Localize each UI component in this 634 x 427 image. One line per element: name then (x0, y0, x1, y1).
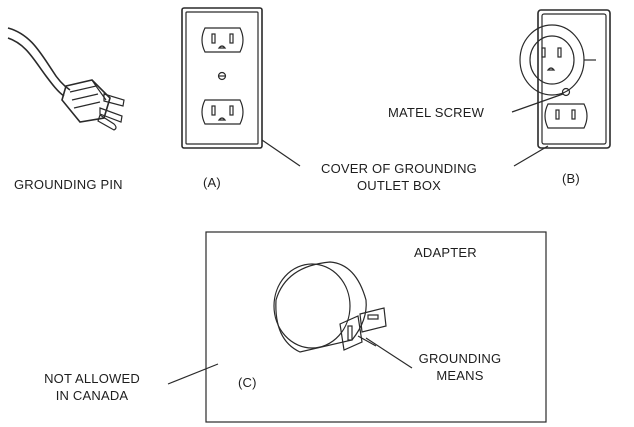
not-allowed-leader-line (167, 363, 219, 385)
not-allowed-in-canada-label: NOT ALLOWED IN CANADA (30, 370, 154, 404)
not-allowed-line-1: NOT ALLOWED (44, 371, 140, 386)
grounding-plug-illustration (7, 27, 125, 131)
metal-screw-label: MATEL SCREW (388, 105, 485, 120)
adapter-label: ADAPTER (414, 245, 477, 260)
not-allowed-line-2: IN CANADA (55, 388, 129, 403)
cover-of-grounding-outlet-box-label: COVER OF GROUNDING OUTLET BOX (296, 160, 502, 194)
grounding-means-line-2: MEANS (436, 368, 484, 383)
cover-label-line-1: COVER OF GROUNDING (321, 161, 477, 176)
grounding-means-label: GROUNDING MEANS (408, 350, 512, 384)
metal-screw-leader-line (511, 93, 564, 113)
cover-label-line-2: OUTLET BOX (356, 178, 442, 193)
b-cover-leader-line (513, 145, 549, 167)
cover-leader-line (261, 139, 301, 167)
grounding-means-line-1: GROUNDING (418, 351, 502, 366)
panel-c-label: (C) (238, 375, 257, 390)
adapter-illustration-c (273, 261, 387, 353)
panel-a-label: (A) (203, 175, 221, 190)
grounding-means-leader-line (365, 337, 413, 369)
duplex-outlet-cover-a (181, 7, 263, 149)
outlet-with-adapter-b (519, 9, 611, 149)
panel-b-label: (B) (562, 171, 580, 186)
adapter-box-c (205, 231, 547, 423)
grounding-pin-label: GROUNDING PIN (14, 177, 123, 192)
